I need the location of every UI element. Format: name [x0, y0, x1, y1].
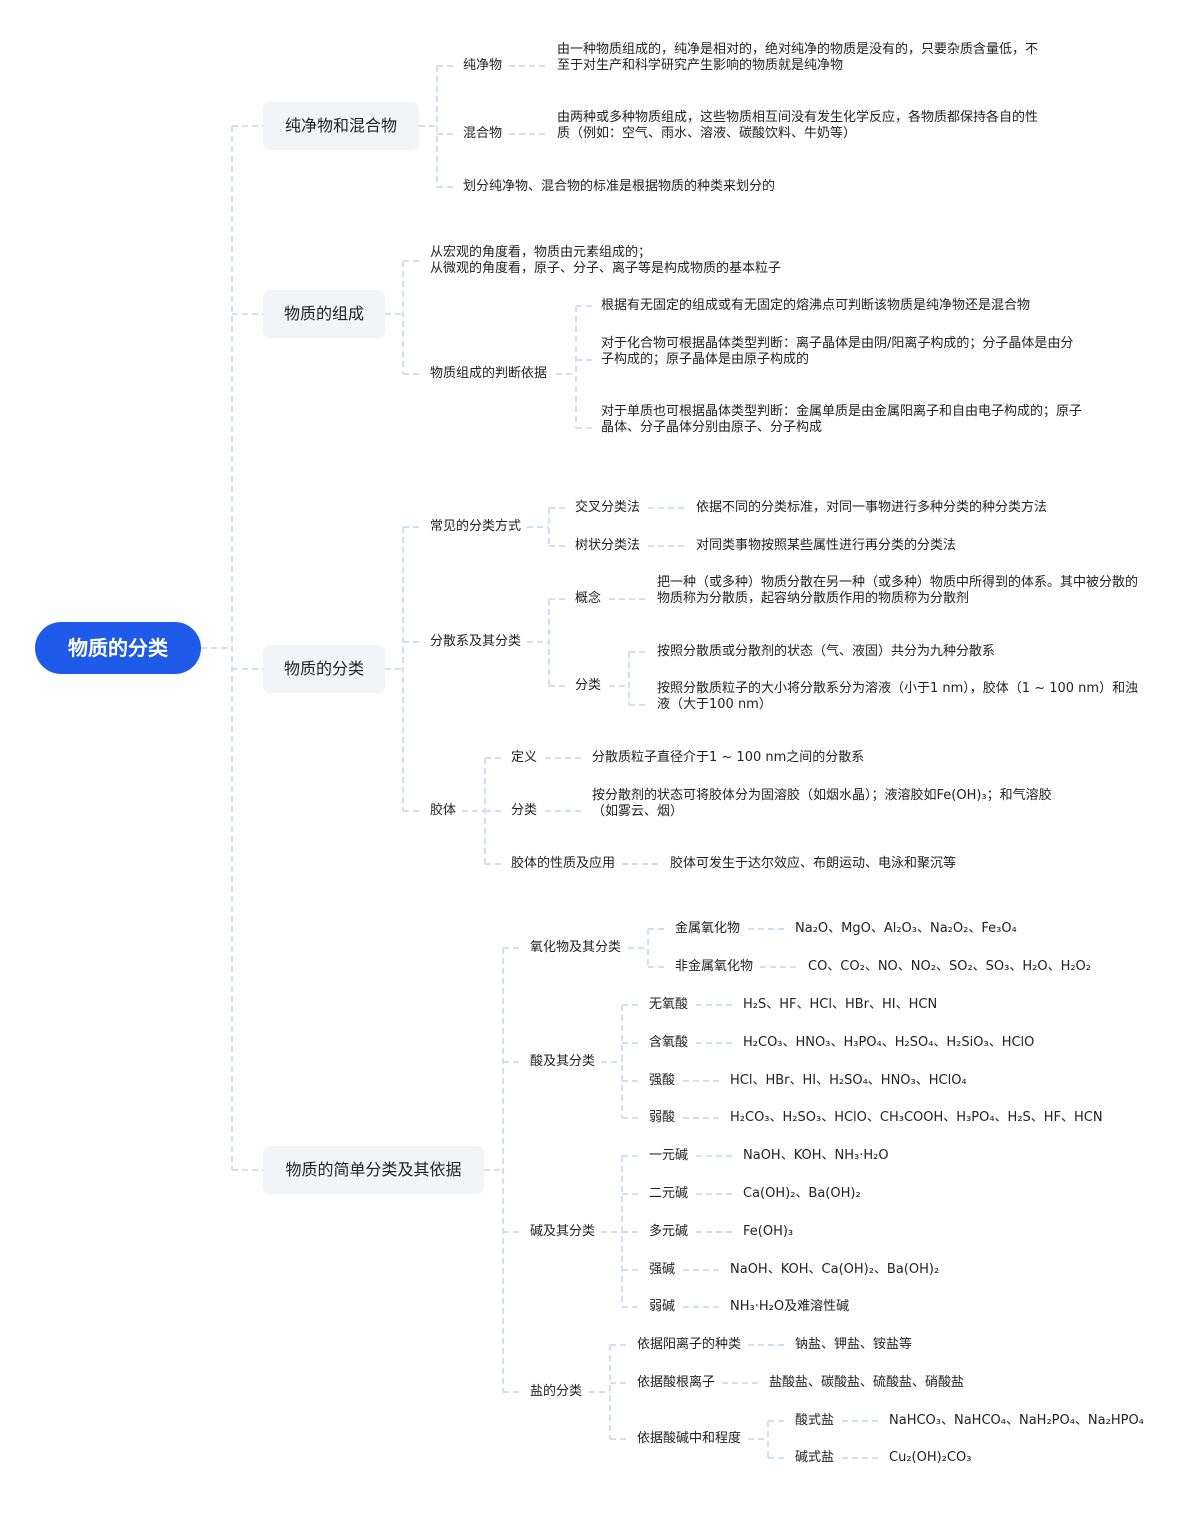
- node-anoxy-acid-ex[interactable]: H₂S、HF、HCl、HBr、HI、HCN: [743, 997, 938, 1012]
- node-by-anion-ex[interactable]: 盐酸盐、碳酸盐、硫酸盐、硝酸盐: [769, 1375, 965, 1390]
- node-di-base-ex[interactable]: Ca(OH)₂、Ba(OH)₂: [743, 1186, 861, 1201]
- node-basis-1[interactable]: 根据有无固定的组成或有无固定的熔沸点可判断该物质是纯净物还是混合物: [601, 298, 1031, 313]
- node-classify-2[interactable]: 按照分散质粒子的大小将分散系分为溶液（小于1 nm），胶体（1 ~ 100 nm…: [657, 681, 1139, 712]
- node-methods[interactable]: 常见的分类方式: [430, 519, 522, 534]
- node-props-desc[interactable]: 胶体可发生于达尔效应、布朗运动、电泳和聚沉等: [670, 856, 957, 871]
- node-basic-salt-ex[interactable]: Cu₂(OH)₂CO₃: [889, 1450, 972, 1465]
- node-standard[interactable]: 划分纯净物、混合物的标准是根据物质的种类来划分的: [463, 179, 776, 194]
- node-colloid[interactable]: 胶体: [430, 803, 457, 818]
- node-strong-acid[interactable]: 强酸: [649, 1073, 676, 1088]
- node-by-cation[interactable]: 依据阳离子的种类: [637, 1337, 742, 1352]
- node-poly-base-ex[interactable]: Fe(OH)₃: [743, 1224, 794, 1239]
- node-acid-salt[interactable]: 酸式盐: [795, 1413, 835, 1428]
- node-weak-acid-ex[interactable]: H₂CO₃、H₂SO₃、HClO、CH₃COOH、H₃PO₄、H₂S、HF、HC…: [730, 1110, 1103, 1125]
- node-basis-2[interactable]: 对于化合物可根据晶体类型判断：离子晶体是由阴/阳离子构成的；分子晶体是由分 子构…: [601, 336, 1074, 367]
- topic-composition[interactable]: 物质的组成: [263, 290, 385, 338]
- node-basic-salt[interactable]: 碱式盐: [795, 1450, 835, 1465]
- node-pure-desc[interactable]: 由一种物质组成的，纯净是相对的，绝对纯净的物质是没有的，只要杂质含量低，不 至于…: [557, 42, 1039, 73]
- node-cross-desc[interactable]: 依据不同的分类标准，对同一事物进行多种分类的种分类方法: [696, 500, 1048, 515]
- node-mixture-desc[interactable]: 由两种或多种物质组成，这些物质相互间没有发生化学反应，各物质都保持各自的性 质（…: [557, 110, 1039, 141]
- node-mono-base[interactable]: 一元碱: [649, 1148, 689, 1163]
- node-di-base[interactable]: 二元碱: [649, 1186, 689, 1201]
- node-bases[interactable]: 碱及其分类: [530, 1224, 596, 1239]
- node-tree[interactable]: 树状分类法: [575, 538, 641, 553]
- node-classify[interactable]: 分类: [575, 678, 602, 693]
- node-by-neutral[interactable]: 依据酸碱中和程度: [637, 1431, 742, 1446]
- node-basis-3[interactable]: 对于单质也可根据晶体类型判断：金属单质是由金属阳离子和自由电子构成的；原子 晶体…: [601, 404, 1083, 435]
- topic-simple-classification[interactable]: 物质的简单分类及其依据: [263, 1146, 484, 1194]
- node-poly-base[interactable]: 多元碱: [649, 1224, 689, 1239]
- node-cross[interactable]: 交叉分类法: [575, 500, 641, 515]
- node-colloid-class-desc[interactable]: 按分散剂的状态可将胶体分为固溶胶（如烟水晶）；液溶胶如Fe(OH)₃；和气溶胶 …: [592, 788, 1052, 819]
- node-weak-base-ex[interactable]: NH₃·H₂O及难溶性碱: [730, 1299, 850, 1314]
- node-acid-salt-ex[interactable]: NaHCO₃、NaHCO₄、NaH₂PO₄、Na₂HPO₄: [889, 1413, 1144, 1428]
- node-nonmetal-oxide[interactable]: 非金属氧化物: [675, 959, 754, 974]
- node-weak-acid[interactable]: 弱酸: [649, 1110, 676, 1125]
- node-concept-desc[interactable]: 把一种（或多种）物质分散在另一种（或多种）物质中所得到的体系。其中被分散的 物质…: [657, 575, 1139, 606]
- node-salts[interactable]: 盐的分类: [530, 1384, 583, 1399]
- node-oxy-acid[interactable]: 含氧酸: [649, 1035, 689, 1050]
- node-metal-oxide-ex[interactable]: Na₂O、MgO、Al₂O₃、Na₂O₂、Fe₃O₄: [795, 921, 1017, 936]
- node-colloid-class[interactable]: 分类: [511, 803, 538, 818]
- node-def-desc[interactable]: 分散质粒子直径介于1 ~ 100 nm之间的分散系: [592, 750, 865, 765]
- topic-pure-and-mixture[interactable]: 纯净物和混合物: [263, 102, 419, 150]
- node-by-anion[interactable]: 依据酸根离子: [637, 1375, 716, 1390]
- root-topic[interactable]: 物质的分类: [35, 622, 201, 674]
- node-strong-base-ex[interactable]: NaOH、KOH、Ca(OH)₂、Ba(OH)₂: [730, 1262, 940, 1277]
- node-view[interactable]: 从宏观的角度看，物质由元素组成的； 从微观的角度看，原子、分子、离子等是构成物质…: [430, 245, 782, 276]
- node-nonmetal-oxide-ex[interactable]: CO、CO₂、NO、NO₂、SO₂、SO₃、H₂O、H₂O₂: [808, 959, 1091, 974]
- topic-classification[interactable]: 物质的分类: [263, 645, 385, 693]
- node-mono-base-ex[interactable]: NaOH、KOH、NH₃·H₂O: [743, 1148, 889, 1163]
- node-tree-desc[interactable]: 对同类事物按照某些属性进行再分类的分类法: [696, 538, 957, 553]
- node-strong-base[interactable]: 强碱: [649, 1262, 676, 1277]
- node-metal-oxide[interactable]: 金属氧化物: [675, 921, 741, 936]
- node-mixture[interactable]: 混合物: [463, 126, 503, 141]
- node-strong-acid-ex[interactable]: HCl、HBr、HI、H₂SO₄、HNO₃、HClO₄: [730, 1073, 967, 1088]
- node-def[interactable]: 定义: [511, 750, 538, 765]
- node-by-cation-ex[interactable]: 钠盐、钾盐、铵盐等: [795, 1337, 913, 1352]
- node-acids[interactable]: 酸及其分类: [530, 1054, 596, 1069]
- node-anoxy-acid[interactable]: 无氧酸: [649, 997, 689, 1012]
- node-concept[interactable]: 概念: [575, 591, 602, 606]
- node-oxy-acid-ex[interactable]: H₂CO₃、HNO₃、H₃PO₄、H₂SO₄、H₂SiO₃、HClO: [743, 1035, 1035, 1050]
- node-basis[interactable]: 物质组成的判断依据: [430, 366, 548, 381]
- node-props[interactable]: 胶体的性质及应用: [511, 856, 616, 871]
- node-classify-1[interactable]: 按照分散质或分散剂的状态（气、液固）共分为九种分散系: [657, 644, 996, 659]
- node-weak-base[interactable]: 弱碱: [649, 1299, 676, 1314]
- node-pure[interactable]: 纯净物: [463, 58, 503, 73]
- node-oxides[interactable]: 氧化物及其分类: [530, 940, 622, 955]
- node-dispersion[interactable]: 分散系及其分类: [430, 634, 522, 649]
